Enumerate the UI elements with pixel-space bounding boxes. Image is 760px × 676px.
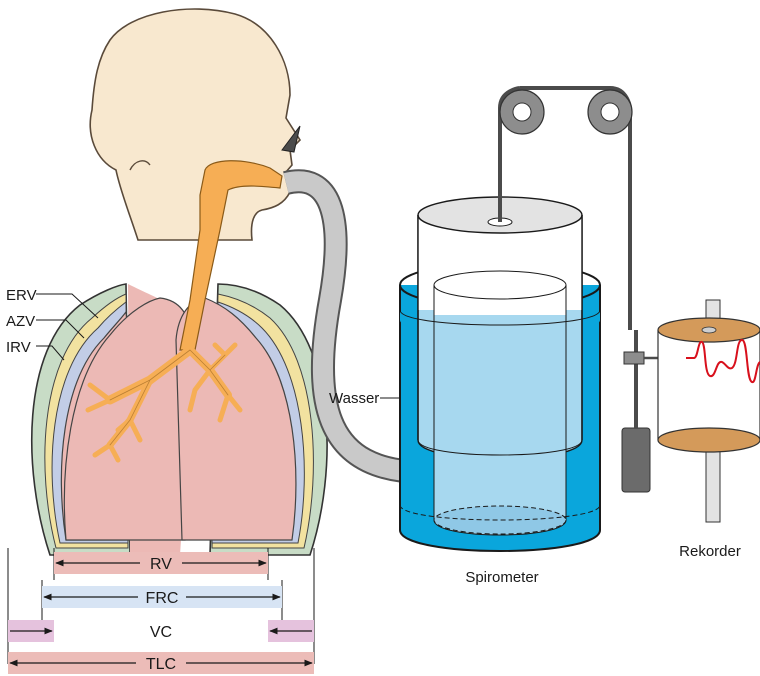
azv-label: AZV bbox=[6, 313, 35, 330]
erv-label: ERV bbox=[6, 287, 37, 304]
rv-bar: RV bbox=[54, 552, 268, 574]
spirometer-label: Spirometer bbox=[465, 569, 538, 586]
pen-arm bbox=[624, 352, 644, 364]
irv-label: IRV bbox=[6, 339, 31, 356]
tlc-bar: TLC bbox=[8, 652, 314, 674]
vc-label: VC bbox=[150, 624, 172, 641]
rv-label: RV bbox=[150, 556, 172, 573]
tlc-label: TLC bbox=[146, 656, 176, 673]
vc-bar: VC bbox=[8, 620, 314, 642]
frc-label: FRC bbox=[146, 590, 179, 607]
pulley-right-icon bbox=[588, 90, 632, 134]
head-silhouette bbox=[90, 9, 300, 240]
inner-cylinder bbox=[434, 271, 566, 535]
counterweight bbox=[622, 428, 650, 492]
recorder-label: Rekorder bbox=[679, 543, 741, 560]
pulley-left-icon bbox=[500, 90, 544, 134]
left-lung bbox=[32, 284, 195, 555]
frc-bar: FRC bbox=[42, 586, 282, 608]
recorder-drum bbox=[658, 300, 760, 522]
water-label: Wasser bbox=[329, 390, 379, 407]
